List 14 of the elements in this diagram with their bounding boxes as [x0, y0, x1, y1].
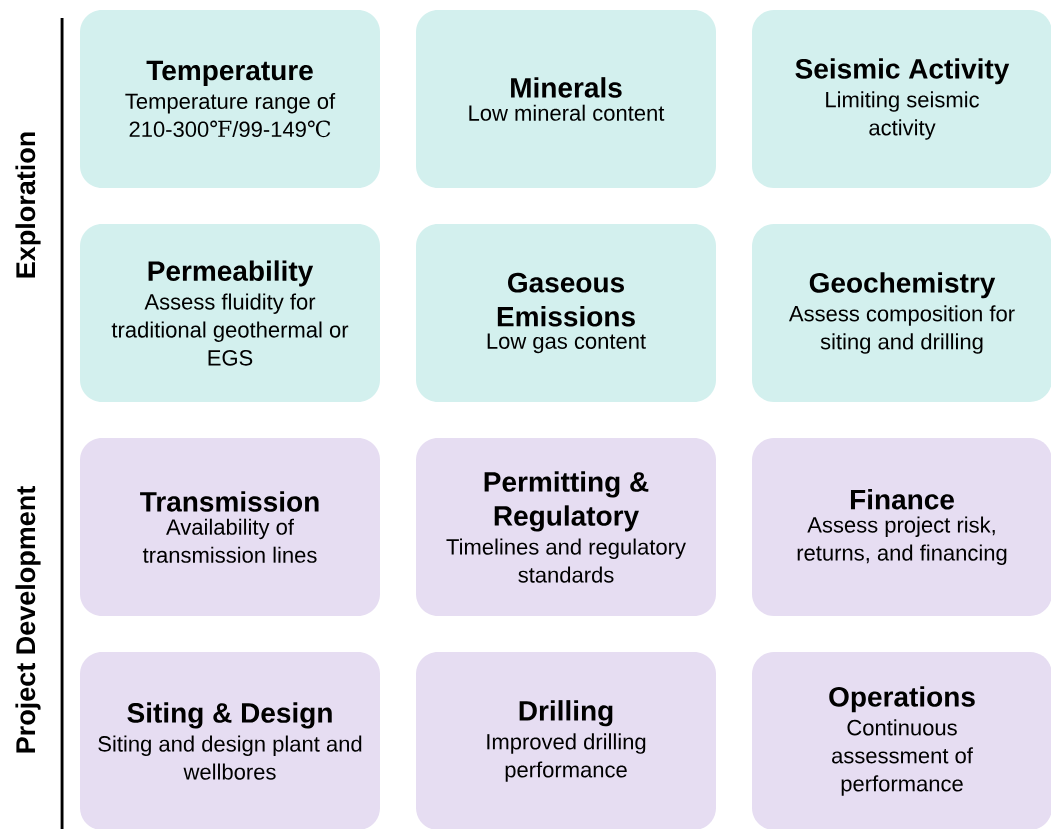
info-card: Drilling Improved drilling performance	[416, 652, 716, 829]
section-label: Project Development	[15, 486, 41, 753]
info-card: Permitting & Regulatory Timelines and regulatory standards	[416, 438, 716, 616]
info-card: Gaseous Emissions Low gas content	[416, 224, 716, 402]
info-card: Temperature Temperature range of 210-300℉/99-149℃	[80, 10, 380, 188]
info-card: Seismic Activity Limiting seismic activity	[752, 10, 1051, 188]
info-card: Finance Assess project risk, returns, and financing	[752, 438, 1051, 616]
info-card: Transmission Availability of transmission lines	[80, 438, 380, 616]
info-card: Operations Continuous assessment of performance	[752, 652, 1051, 829]
info-card: Minerals Low mineral content	[416, 10, 716, 188]
info-card: Permeability Assess fluidity for traditional geothermal or EGS	[80, 224, 380, 402]
section-label: Exploration	[15, 132, 41, 278]
info-card: Geochemistry Assess composition for siting and drilling	[752, 224, 1051, 402]
info-card: Siting & Design Siting and design plant and wellbores	[80, 652, 380, 829]
